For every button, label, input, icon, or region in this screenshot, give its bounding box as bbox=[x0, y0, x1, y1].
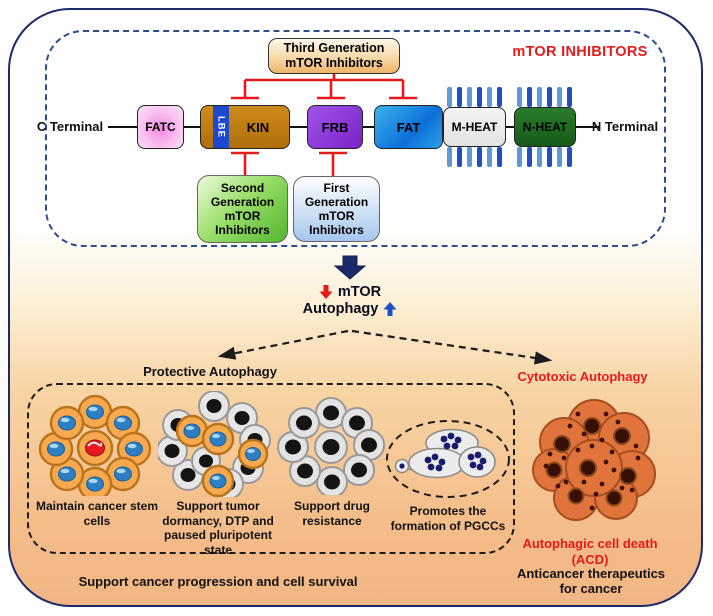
tumor-dormancy-cluster-illustration bbox=[158, 391, 271, 497]
footer-protective: Support cancer progression and cell surv… bbox=[78, 574, 358, 589]
n-heat-repeats-top-icon bbox=[517, 87, 572, 107]
caption-pgcc: Promotes the formation of PGCCs bbox=[390, 504, 506, 533]
caption-drug-resistance: Support drug resistance bbox=[294, 499, 370, 528]
protective-autophagy-title: Protective Autophagy bbox=[143, 364, 277, 379]
first-generation-inhibitors-box: First Generation mTOR Inhibitors bbox=[293, 176, 380, 242]
drug-resistance-cluster-illustration bbox=[277, 397, 385, 495]
domain-m-heat-label: M-HEAT bbox=[451, 120, 498, 134]
m-heat-repeats-top-icon bbox=[447, 87, 502, 107]
caption-dormancy: Support tumor dormancy, DTP and paused p… bbox=[162, 499, 274, 557]
domain-kin-label: KIN bbox=[246, 119, 270, 135]
second-generation-inhibitors-box: Second Generation mTOR Inhibitors bbox=[197, 175, 288, 243]
panel-title: mTOR INHIBITORS bbox=[512, 44, 648, 60]
protective-autophagy-box bbox=[27, 383, 515, 554]
autophagy-increase-icon bbox=[383, 302, 397, 316]
autophagy-label: Autophagy bbox=[302, 301, 379, 317]
autophagic-cell-death-illustration bbox=[532, 399, 656, 521]
caption-stem-cells: Maintain cancer stem cells bbox=[35, 499, 159, 528]
footer-cytotoxic: Anticancer therapeutics for cancer bbox=[516, 566, 666, 596]
acd-label: Autophagic cell death (ACD) bbox=[522, 536, 658, 567]
cancer-stem-cell-cluster-illustration bbox=[38, 394, 152, 496]
mtor-label: mTOR bbox=[337, 284, 382, 300]
m-heat-repeats-bottom-icon bbox=[447, 147, 502, 167]
cytotoxic-autophagy-title: Cytotoxic Autophagy bbox=[517, 369, 648, 384]
domain-kin: LBE KIN bbox=[200, 105, 290, 149]
domain-lbe: LBE bbox=[213, 106, 229, 148]
third-generation-inhibitors-box: Third Generation mTOR Inhibitors bbox=[268, 38, 400, 74]
domain-n-heat-label: N-HEAT bbox=[522, 120, 568, 134]
n-terminal-label: N Terminal bbox=[591, 119, 659, 134]
domain-fat: FAT bbox=[374, 105, 443, 149]
mtor-decrease-icon bbox=[319, 285, 333, 299]
pgcc-formation-illustration bbox=[386, 420, 510, 498]
domain-lbe-label: LBE bbox=[215, 116, 227, 138]
domain-fat-label: FAT bbox=[396, 119, 421, 135]
domain-frb-label: FRB bbox=[321, 119, 349, 135]
domain-fatc: FATC bbox=[137, 105, 184, 149]
n-heat-repeats-bottom-icon bbox=[517, 147, 572, 167]
c-terminal-label: C Terminal bbox=[36, 119, 104, 134]
mtor-structure-panel bbox=[45, 30, 666, 247]
domain-frb: FRB bbox=[307, 105, 363, 149]
domain-m-heat: M-HEAT bbox=[443, 107, 506, 147]
domain-fatc-label: FATC bbox=[145, 120, 176, 134]
domain-n-heat: N-HEAT bbox=[514, 107, 576, 147]
mtor-autophagy-status: mTOR Autophagy bbox=[270, 284, 430, 317]
